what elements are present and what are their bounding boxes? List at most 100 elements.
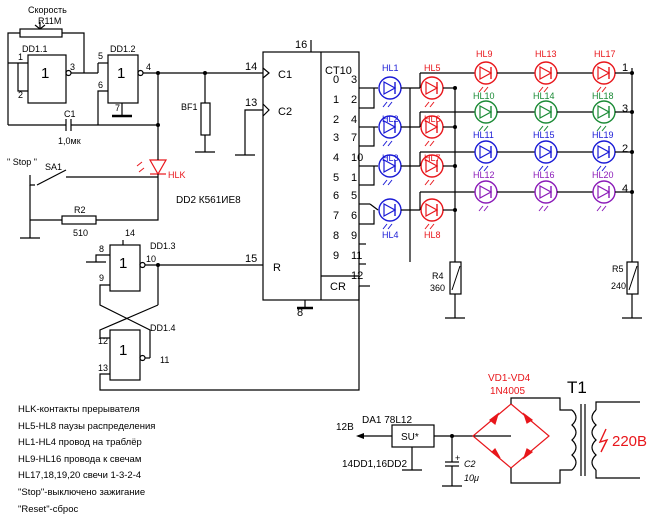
hl20-ray (596, 205, 602, 212)
dd2-pin8: 8 (297, 307, 303, 319)
hl15-label: HL15 (533, 130, 555, 140)
dd13-pin9: 9 (99, 273, 104, 283)
hl19-ray (601, 165, 607, 172)
hl11-triangle (479, 144, 493, 160)
dd12-pin6: 6 (98, 80, 103, 90)
c2-label: C2 (464, 459, 476, 469)
r2-label: R2 (74, 205, 86, 215)
hl12-led-icon (474, 180, 498, 204)
dd11-label: DD1.1 (22, 44, 48, 54)
hl2-label: HL2 (382, 114, 399, 124)
hl19-label: HL19 (592, 130, 614, 140)
hl17-label: HL17 (594, 49, 616, 59)
dd2-label: DD2 К561ИЕ8 (176, 195, 241, 206)
dd2-pin16: 16 (295, 39, 307, 51)
r2-value: 510 (73, 228, 88, 238)
r5-label: R5 (612, 264, 624, 274)
dd2-pin15: 15 (245, 253, 257, 265)
hl7-ray (429, 179, 435, 186)
cyl-2-label: 2 (622, 143, 628, 155)
dd2-c1-input: C1 (278, 69, 292, 81)
wire (370, 88, 375, 109)
dd2-pin10: 10 (351, 152, 363, 164)
led-labels: HL1 HL2 HL3 HL4 HL5 HL6 HL7 HL8 HL9 HL13… (382, 49, 628, 240)
hl3-triangle (383, 158, 397, 174)
hl13-led-icon (534, 61, 558, 85)
hl5-triangle (425, 80, 439, 96)
dd2-cr-label: CR (330, 281, 346, 293)
hl9-led-icon (474, 61, 498, 85)
dd13-gate-mark: 1 (119, 255, 127, 272)
c2-plus: + (455, 453, 460, 463)
t1-label: T1 (567, 378, 587, 397)
oscillator-section: Скорость R11М DD1.1 1 1 2 3 C1 1,0мк " S… (7, 5, 186, 239)
dd2-pin6: 6 (351, 210, 357, 222)
dd2-pin3: 3 (351, 74, 357, 86)
dd13-pin10: 10 (146, 254, 156, 264)
dd12-label: DD1.2 (110, 44, 136, 54)
hl2-ray (382, 140, 388, 147)
hl4-ray (387, 223, 393, 230)
dd14-gate-mark: 1 (119, 342, 127, 359)
bf1-section: BF1 (181, 71, 263, 156)
bf1-label: BF1 (181, 102, 198, 112)
hl20-triangle (597, 184, 611, 200)
wire (370, 166, 375, 186)
mains-label: 220В (612, 433, 647, 450)
dd2-counter: DD2 К561ИЕ8 16 8 C1 C2 R CT10 CR 14 13 1… (176, 39, 370, 319)
hl9-label: HL9 (476, 49, 493, 59)
hl19-ray (596, 165, 602, 172)
hl14-ray (543, 125, 549, 132)
sa1-switch[interactable] (36, 169, 67, 186)
vd-type-label: 1N4005 (490, 386, 525, 397)
c1-label: C1 (64, 109, 76, 119)
hl14-ray (538, 125, 544, 132)
dd14-gate (109, 329, 141, 381)
wire (370, 210, 375, 225)
dd12-gate (107, 54, 139, 104)
hl10-ray (478, 125, 484, 132)
hl7-triangle (425, 158, 439, 174)
dd13-label: DD1.3 (150, 241, 176, 251)
hl20-led-icon (592, 180, 616, 204)
dd11-pin3: 3 (70, 62, 75, 72)
hl14-led-icon (534, 100, 558, 124)
power-note: 14DD1,16DD2 (342, 459, 407, 470)
hl8-ray (424, 223, 430, 230)
r4-value: 360 (430, 283, 445, 293)
hl15-led-icon (534, 140, 558, 164)
dd2-pin14: 14 (245, 61, 257, 73)
hl11-ray (483, 165, 489, 172)
t1-primary-coil (591, 409, 597, 471)
hl11-label: HL11 (473, 130, 494, 140)
dd13-pin14: 14 (125, 228, 135, 238)
dd12-section: DD1.2 1 5 6 4 7 (97, 44, 263, 127)
hl16-led-icon (534, 180, 558, 204)
note-line: HL5-HL8 паузы распределения (18, 420, 156, 432)
hl15-triangle (539, 144, 553, 160)
hl2-ray (387, 140, 393, 147)
c1-value: 1,0мк (58, 136, 81, 146)
hl1-ray (387, 101, 393, 108)
hl6-ray (429, 140, 435, 147)
hl3-label: HL3 (382, 153, 399, 163)
dd2-out4: 4 (333, 152, 339, 164)
hl4-led-icon (378, 198, 402, 222)
hlk-label: HLK (168, 170, 186, 180)
hl16-ray (538, 205, 544, 212)
r4-label: R4 (432, 271, 444, 281)
hl14-triangle (539, 104, 553, 120)
vd-label: VD1-VD4 (488, 373, 531, 384)
dd2-c2-input: C2 (278, 106, 292, 118)
dd11-gate-mark: 1 (41, 65, 49, 82)
hlk-led-icon (148, 159, 168, 176)
dd2-ct-label: CT10 (325, 65, 352, 77)
dd2-out2: 2 (333, 114, 339, 126)
wire (369, 203, 379, 211)
hl18-triangle (597, 104, 611, 120)
hl13-ray (543, 86, 549, 93)
hl7-label: HL7 (424, 153, 441, 163)
led-matrix (359, 61, 634, 265)
dd11-gate (27, 54, 67, 104)
